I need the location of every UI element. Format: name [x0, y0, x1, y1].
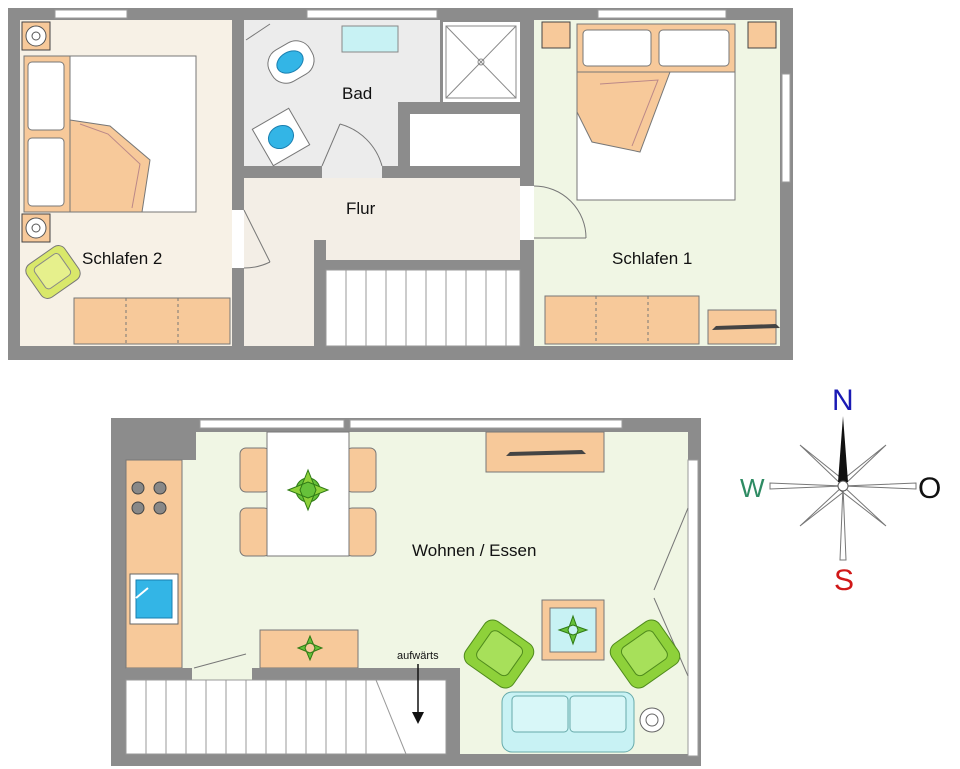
sofa-icon [501, 691, 635, 753]
room-label-schlafen1: Schlafen 1 [612, 249, 692, 268]
tv-icon [707, 309, 780, 345]
compass-south: S [834, 564, 854, 597]
bed-icon [576, 23, 736, 201]
window-icon [687, 459, 699, 757]
lamp-icon [21, 213, 51, 243]
room-label-bad: Bad [342, 84, 372, 103]
lamp-icon [639, 707, 665, 733]
armchair-icon [609, 619, 681, 689]
window-icon [597, 9, 727, 19]
upper-floor: Schlafen 2 Bad Flur Schlafen 1 [8, 8, 793, 360]
shower-wall-left [440, 20, 443, 102]
armchair-icon [25, 245, 81, 299]
bath-flur-wall [244, 166, 322, 178]
compass-north: N [832, 384, 854, 417]
room-label-wohnen: Wohnen / Essen [412, 541, 536, 560]
shower-icon [445, 25, 517, 99]
room-label-schlafen2: Schlafen 2 [82, 249, 162, 268]
stair-wall-right [446, 668, 460, 754]
door-icon [193, 653, 247, 669]
upper-stairs [325, 269, 521, 347]
wardrobe [73, 297, 231, 345]
stairwell-wall-top [314, 260, 520, 270]
upper-windows [54, 9, 791, 183]
compass-rose-icon: N S W O [740, 384, 941, 597]
lamp-icon [21, 21, 51, 51]
window-icon [54, 9, 128, 19]
toilet-icon [245, 23, 315, 84]
stairwell-wall [314, 240, 326, 346]
window-icon [306, 9, 438, 19]
door-icon [232, 209, 271, 269]
window-icon [349, 419, 623, 429]
dining-set [239, 431, 377, 557]
compass-east: O [918, 472, 941, 505]
sink-icon [251, 107, 311, 167]
tv-icon [485, 431, 605, 473]
compass-west: W [740, 473, 765, 503]
lower-floor: aufwärts Wohnen / Essen [111, 418, 701, 766]
stairs-label: aufwärts [397, 650, 439, 662]
lower-windows [199, 419, 699, 757]
niche-floor [410, 114, 520, 166]
door-icon [520, 185, 587, 240]
stairs-direction-arrow [412, 664, 424, 724]
room-label-flur: Flur [346, 199, 376, 218]
kitchen-counter [125, 459, 183, 669]
stove-icon [131, 481, 167, 515]
bath-flur-wall-2 [382, 166, 520, 178]
niche-wall-top [398, 102, 520, 114]
door-icon [321, 123, 383, 178]
plant-icon [296, 634, 324, 662]
coffee-table [541, 599, 605, 661]
stair-wall-top-left [126, 668, 192, 680]
window-icon [199, 419, 345, 429]
bed-icon [23, 55, 197, 213]
sink-icon [129, 573, 179, 625]
sideboard [259, 629, 359, 669]
bath-mirror [341, 25, 399, 53]
door-icon [653, 507, 689, 677]
plant-icon [286, 468, 330, 512]
lower-stairs [125, 679, 447, 755]
stair-wall-top-right [252, 668, 460, 680]
niche-wall-left [398, 102, 410, 166]
wardrobe [544, 295, 700, 345]
plant-icon [557, 614, 589, 646]
armchair-icon [463, 619, 535, 689]
window-icon [781, 73, 791, 183]
lamp-icon [541, 21, 777, 49]
